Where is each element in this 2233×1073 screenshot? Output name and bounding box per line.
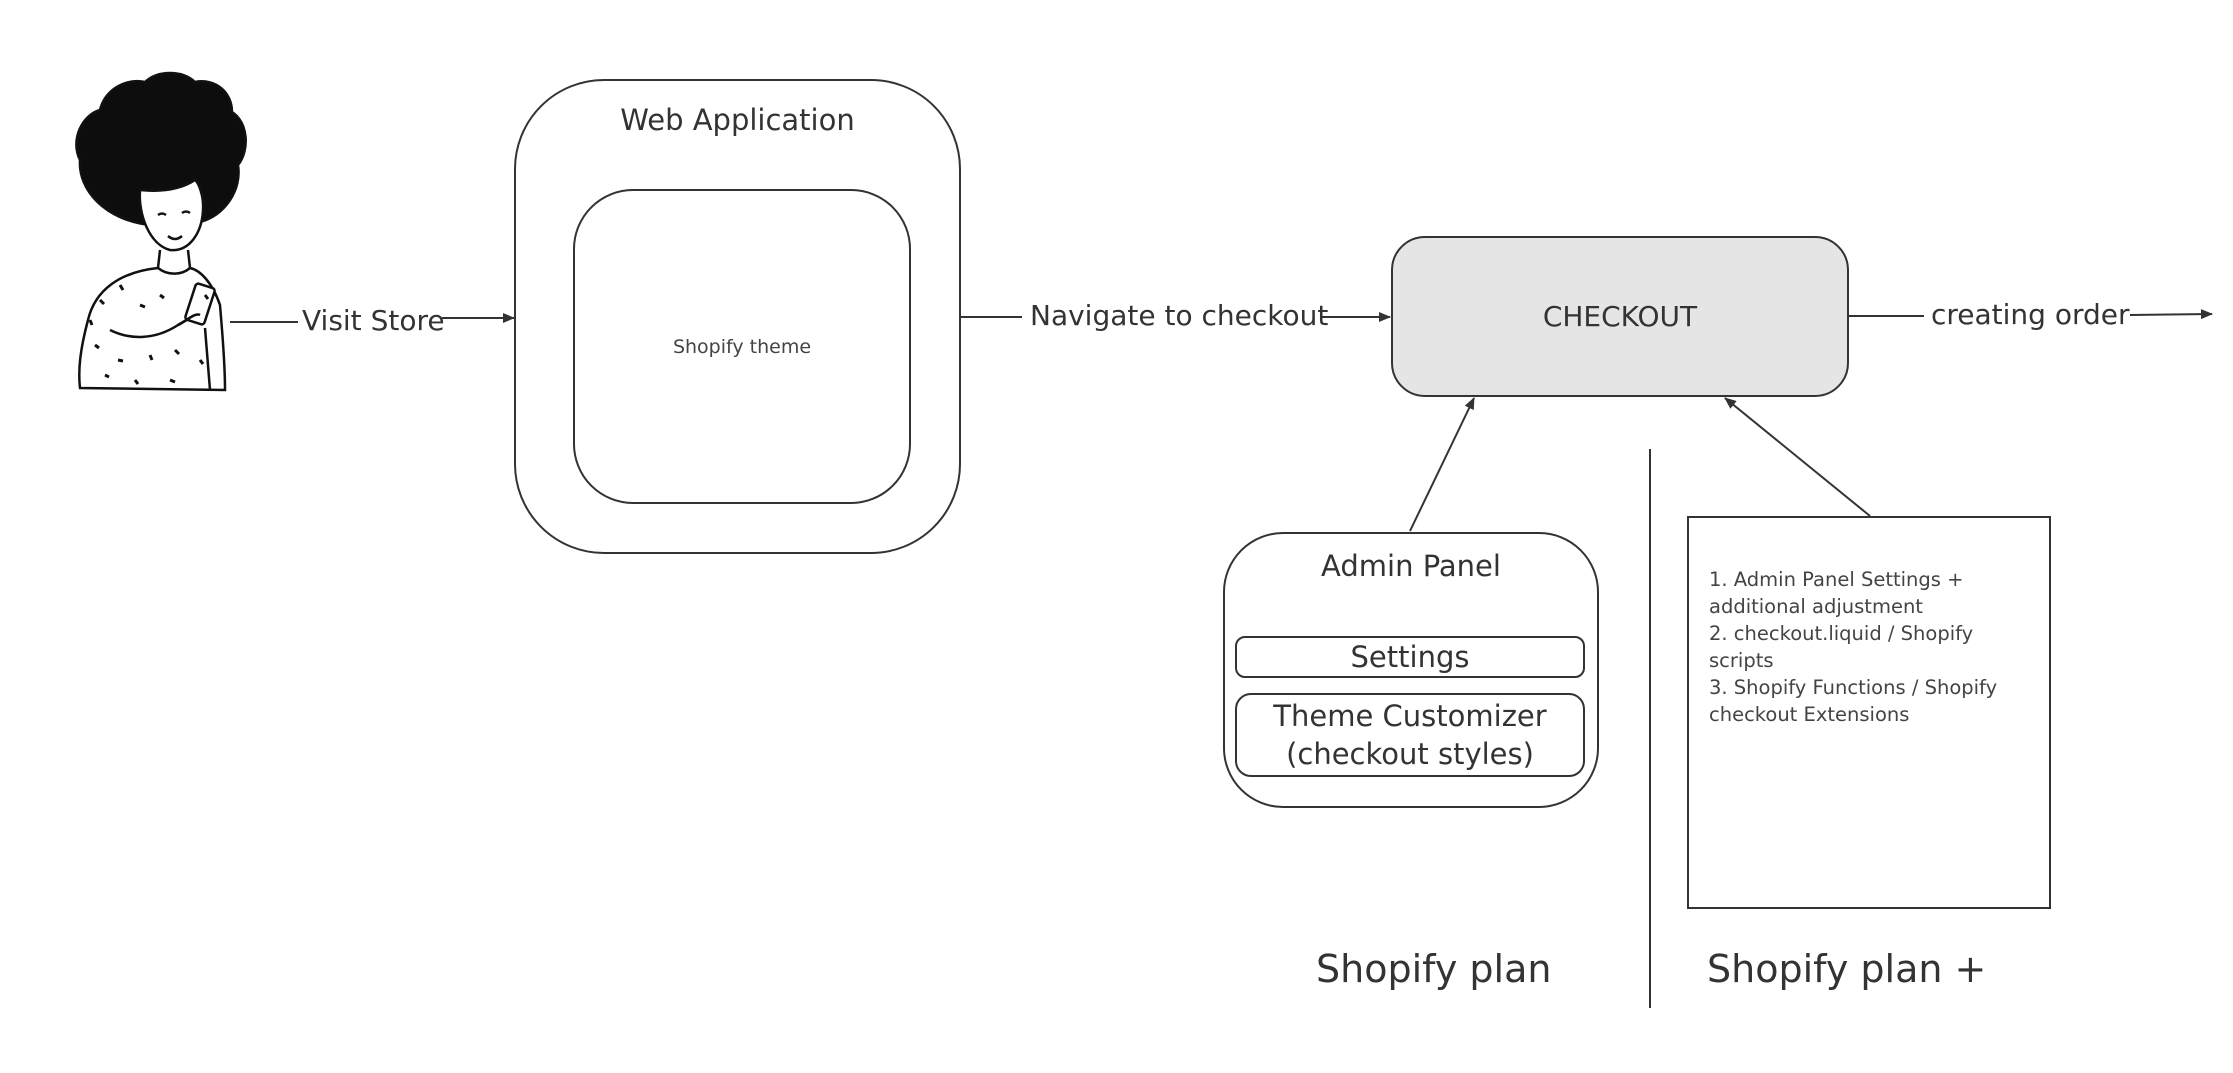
checkout-label: CHECKOUT [1542,300,1698,333]
navigate-to-checkout-label: Navigate to checkout [1030,299,1329,332]
shopify-theme-label: Shopify theme [672,335,812,358]
visit-store-label: Visit Store [302,304,445,337]
theme-customizer-item: Theme Customizer (checkout styles) [1235,693,1585,777]
plus-note-item: 2. checkout.liquid / Shopify scripts [1709,622,1974,672]
admin-panel-title: Admin Panel [1321,549,1501,583]
settings-label: Settings [1350,640,1470,674]
shopify-plan-label: Shopify plan [1316,947,1552,991]
customer-with-phone-icon [75,71,247,392]
shopify-theme-box: Shopify theme [573,189,911,504]
plus-notes-list: 1. Admin Panel Settings + additional adj… [1709,566,2039,728]
plus-notes-box [1687,516,2051,909]
shopify-plan-plus-label: Shopify plan + [1707,947,1987,991]
creating-order-label: creating order [1931,298,2130,331]
plus-note-item: 3. Shopify Functions / Shopify checkout … [1709,676,1998,726]
checkout-box: CHECKOUT [1391,236,1849,397]
web-application-title: Web Application [620,103,855,137]
plus-note-item: 1. Admin Panel Settings + additional adj… [1709,568,1964,618]
settings-item: Settings [1235,636,1585,678]
theme-customizer-label: Theme Customizer (checkout styles) [1273,699,1547,771]
